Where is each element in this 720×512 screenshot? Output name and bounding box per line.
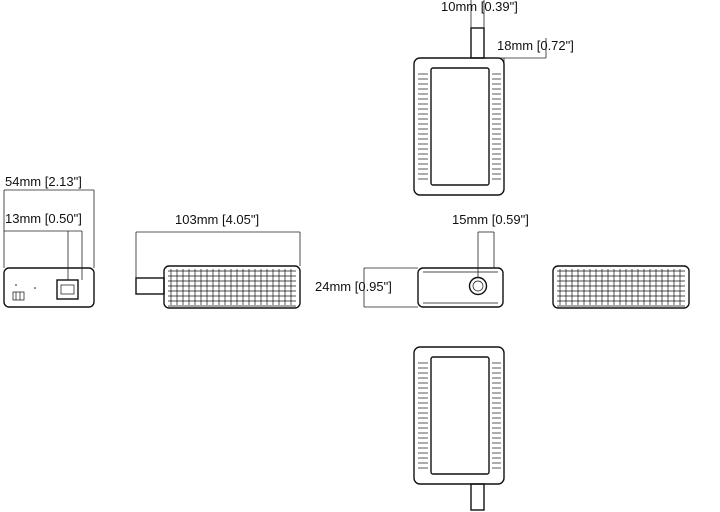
bottom-view (413, 346, 505, 511)
cable-offset-label: 18mm [0.72"] (497, 38, 574, 53)
usb-port (56, 279, 79, 300)
top-view-ridges-right (492, 73, 501, 180)
end-view-dimensions (3, 189, 95, 280)
cable-length-label: 10mm [0.39"] (441, 0, 518, 14)
dip-switch (12, 291, 25, 301)
length-label: 103mm [4.05"] (175, 212, 259, 227)
front-view-dimensions (363, 231, 495, 308)
top-view-ridges-left (418, 73, 428, 180)
dc-jack-inner (472, 280, 484, 292)
top-view-cable (470, 27, 485, 59)
indicator-dot (34, 287, 36, 289)
right-side-view-grip-pattern (557, 269, 685, 307)
dc-jack-outer (468, 276, 488, 296)
end-view-body (3, 267, 95, 308)
front-view (417, 267, 504, 308)
jack-offset-label: 15mm [0.59"] (452, 212, 529, 227)
top-view-label-panel (430, 67, 490, 186)
front-view-body (417, 267, 504, 308)
side-view (135, 265, 301, 309)
port-height-label: 13mm [0.50"] (5, 211, 82, 226)
bottom-view-ridges-left (418, 362, 428, 469)
usb-port-inner (60, 284, 75, 295)
side-view-grip-pattern (168, 269, 296, 307)
bottom-view-label-panel (430, 356, 490, 475)
right-side-view (552, 265, 690, 309)
bottom-view-ridges-right (492, 362, 501, 469)
top-view (413, 27, 505, 196)
side-view-body (163, 265, 301, 309)
top-view-dimensions (470, 0, 547, 62)
end-view (3, 267, 95, 308)
indicator-dot (15, 284, 17, 286)
bottom-view-body (413, 346, 505, 485)
right-side-view-body (552, 265, 690, 309)
bottom-view-cable (470, 483, 485, 511)
height-label: 24mm [0.95"] (315, 279, 392, 294)
side-view-dimensions (135, 231, 301, 278)
side-view-cable (135, 277, 165, 295)
top-view-body (413, 57, 505, 196)
width-label: 54mm [2.13"] (5, 174, 82, 189)
